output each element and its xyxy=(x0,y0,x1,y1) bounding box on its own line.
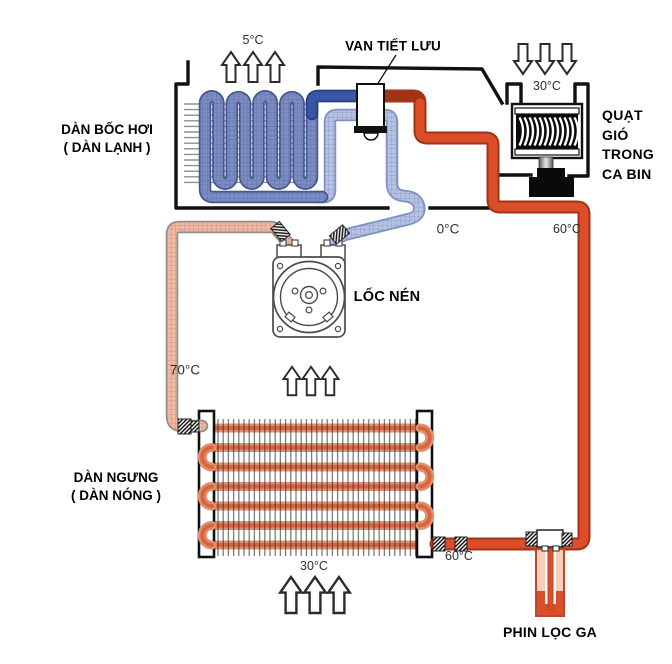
air-arrow-up xyxy=(303,575,327,615)
expansion-valve xyxy=(354,54,397,141)
label-evaporator-line1: DÀN BỐC HƠI xyxy=(61,122,153,137)
air-arrow-down xyxy=(557,43,577,75)
condenser-outlet-fitting-2 xyxy=(454,536,468,552)
suction-pipe xyxy=(309,108,426,259)
air-arrow-down xyxy=(535,43,555,75)
label-filter-drier: PHIN LỌC GA xyxy=(503,624,597,640)
pipe-fittings xyxy=(177,220,468,552)
air-arrow-up xyxy=(243,51,263,83)
condenser-fins xyxy=(217,419,417,556)
compressor xyxy=(272,239,346,338)
red-arrow-up xyxy=(591,359,611,389)
valve-inlet-pipe-cold-liquid xyxy=(305,89,377,121)
filter-nut-left xyxy=(525,531,538,547)
label-evaporator: DÀN BỐC HƠI ( DÀN LẠNH ) xyxy=(61,121,153,156)
air-arrow-up xyxy=(221,51,241,83)
label-cabin-fan-line3: TRONG xyxy=(602,146,655,162)
condenser-u-bends xyxy=(197,423,435,550)
label-cabin-fan-line4: CA BIN xyxy=(602,165,652,182)
label-cabin-fan-line1: QUẠT xyxy=(602,107,643,123)
cabin-fan xyxy=(510,102,584,197)
expansion-valve-callout-line xyxy=(374,54,397,89)
condenser xyxy=(179,409,471,559)
label-evaporator-line2: ( DÀN LẠNH ) xyxy=(63,139,151,155)
label-cabin-fan: QUẠT GIÓ TRONG CA BIN xyxy=(602,106,654,184)
condenser-outlet-fitting-1 xyxy=(432,536,446,552)
air-arrow-up xyxy=(301,365,321,397)
red-arrow-left xyxy=(442,111,470,129)
air-arrow-down xyxy=(513,43,533,75)
label-compressor: LỐC NÉN xyxy=(353,289,421,305)
filter-pickup-tube xyxy=(547,548,554,611)
condenser-inlet-fitting xyxy=(177,418,192,435)
filter-drier xyxy=(525,529,573,617)
fan-motor-base xyxy=(529,177,574,197)
label-condenser-line1: DÀN NGƯNG xyxy=(73,470,159,485)
temp-evaporator-air-out: 5°C xyxy=(242,33,264,47)
air-arrow-up xyxy=(327,575,351,615)
suction-fitting xyxy=(328,224,351,245)
label-condenser: DÀN NGƯNG ( DÀN NÓNG ) xyxy=(71,469,161,504)
discharge-fitting xyxy=(270,220,291,243)
temp-liquid-line-top: 60°C xyxy=(553,222,581,236)
air-arrow-up xyxy=(265,51,285,83)
air-arrow-up xyxy=(279,575,303,615)
label-expansion-valve: VAN TIẾT LƯU xyxy=(345,38,441,54)
air-arrow-up xyxy=(320,365,340,397)
filter-tee-body xyxy=(536,529,564,548)
label-condenser-line2: ( DÀN NÓNG ) xyxy=(71,487,161,503)
temp-cabin-air-in: 30°C xyxy=(533,79,561,93)
label-cabin-fan-line2: GIÓ xyxy=(602,126,629,143)
evaporator-coil xyxy=(198,89,377,204)
temp-condenser-outlet: 60°C xyxy=(445,549,473,563)
air-arrow-up xyxy=(282,365,302,397)
temp-condenser-air-out: 30°C xyxy=(300,559,328,573)
fan-blades xyxy=(518,116,580,147)
liquid-line-pipe xyxy=(371,89,591,551)
temp-suction-line: 0°C xyxy=(436,221,460,237)
filter-nut-right xyxy=(561,532,573,547)
temp-discharge-line: 70°C xyxy=(169,362,201,378)
